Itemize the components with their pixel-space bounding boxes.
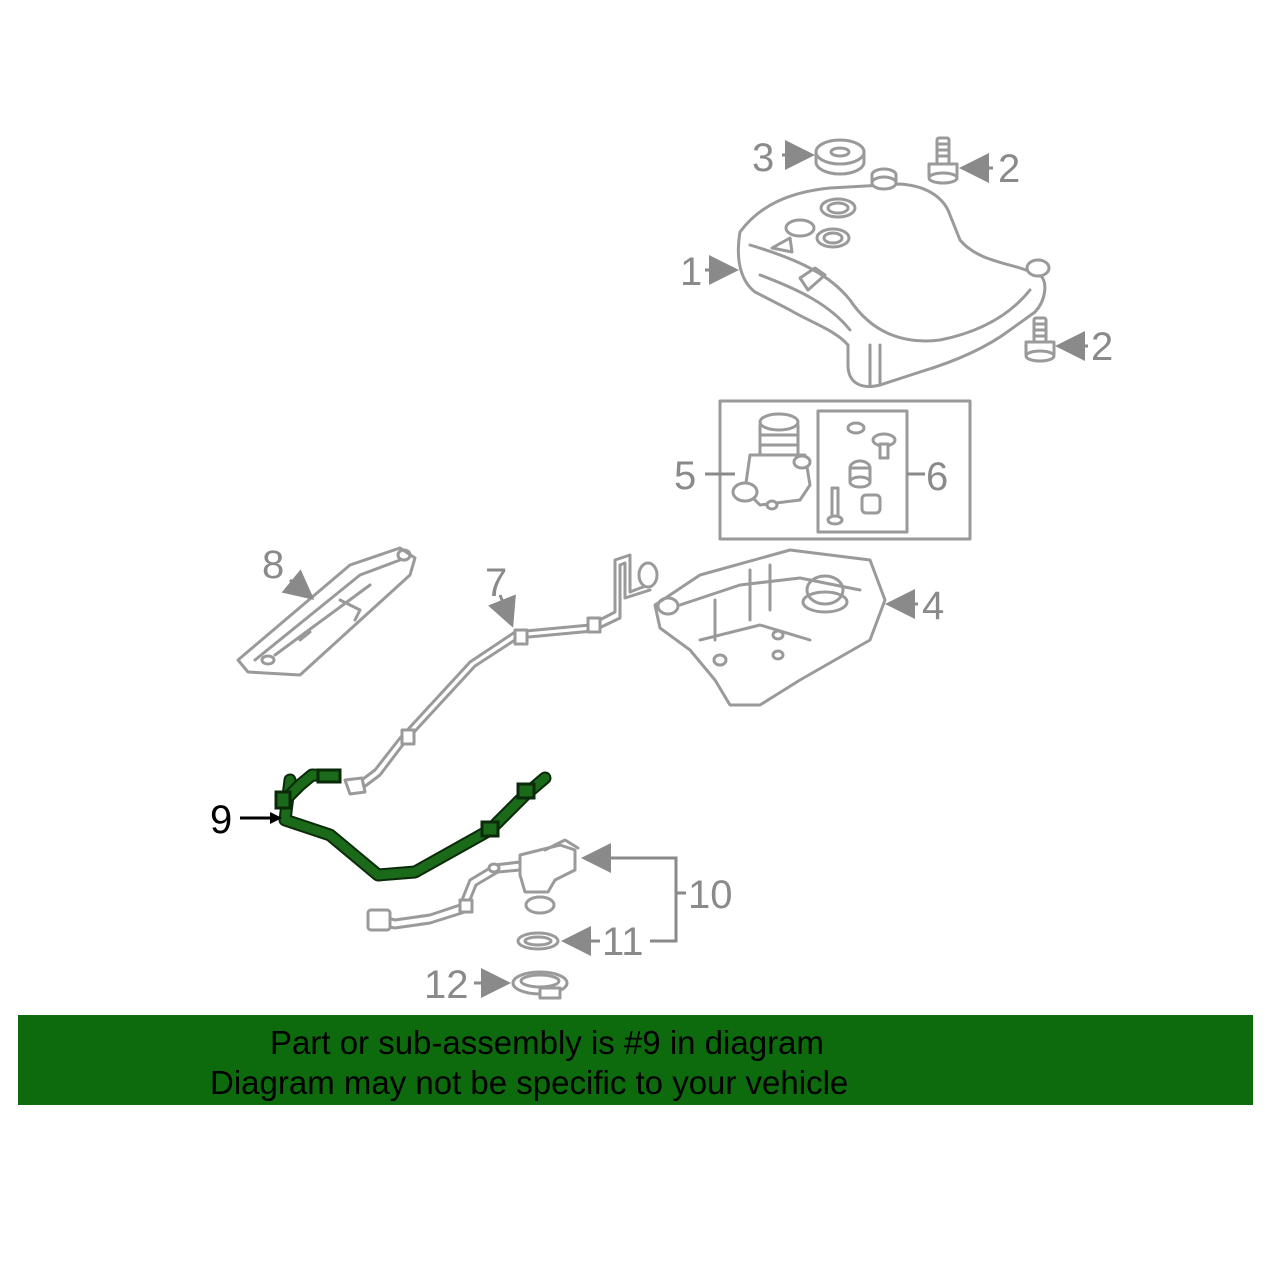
part-9-hose: [274, 768, 552, 882]
part-6-kit: [826, 421, 897, 526]
part-2-bolt-top: [927, 136, 959, 185]
part-5-pump: [731, 412, 812, 511]
callout-11: 11: [602, 920, 644, 964]
part-11-oring: [516, 931, 560, 951]
callout-12: 12: [424, 963, 469, 1007]
kit-box-5-6: [718, 399, 972, 541]
callout-9: 9: [210, 798, 232, 842]
notice-banner: Part or sub-assembly is #9 in diagram Di…: [18, 1015, 1253, 1105]
callout-10: 10: [688, 873, 733, 917]
part-7-pipe: [343, 553, 659, 796]
part-4-tray: [653, 548, 887, 707]
part-10-sensor: [366, 838, 580, 932]
callout-4: 4: [922, 584, 944, 628]
part-1-tank: [736, 167, 1051, 388]
callout-7: 7: [485, 561, 507, 605]
part-12-clamp: [511, 970, 569, 1000]
part-8-shield: [236, 546, 417, 677]
callout-1: 1: [680, 250, 702, 294]
leader-lines: [240, 140, 1088, 998]
callout-2-right: 2: [1091, 325, 1113, 369]
callout-8: 8: [262, 543, 284, 587]
callout-5: 5: [674, 454, 696, 498]
part-2-bolt-right: [1024, 316, 1056, 363]
callout-2-top: 2: [998, 147, 1020, 191]
banner-line-2: Diagram may not be specific to your vehi…: [210, 1064, 849, 1101]
callout-3: 3: [752, 136, 774, 180]
banner-line-1: Part or sub-assembly is #9 in diagram: [270, 1024, 824, 1061]
part-3-grommet: [814, 138, 866, 176]
callout-6: 6: [926, 455, 948, 499]
